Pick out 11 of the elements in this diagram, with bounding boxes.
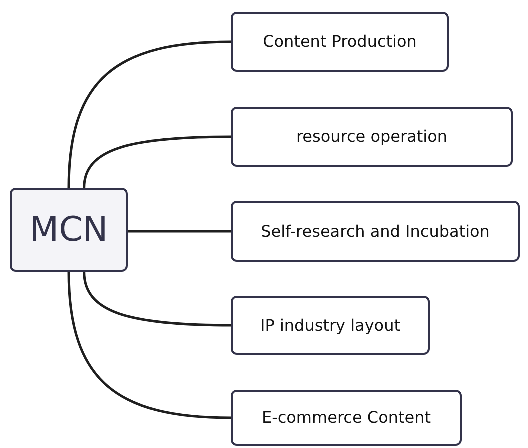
connector-line (128, 230, 231, 233)
connector-line (68, 40, 232, 188)
topic-box: Self-research and Incubation (231, 201, 520, 262)
topic-box: resource operation (231, 107, 513, 167)
connector-line (68, 272, 232, 420)
topic-box: E-commerce Content (231, 390, 462, 446)
connector-line (83, 272, 232, 327)
topic-box: Content Production (231, 12, 449, 72)
central-topic-box: MCN (10, 188, 128, 272)
topic-box: IP industry layout (231, 296, 430, 355)
connector-line (83, 136, 232, 188)
